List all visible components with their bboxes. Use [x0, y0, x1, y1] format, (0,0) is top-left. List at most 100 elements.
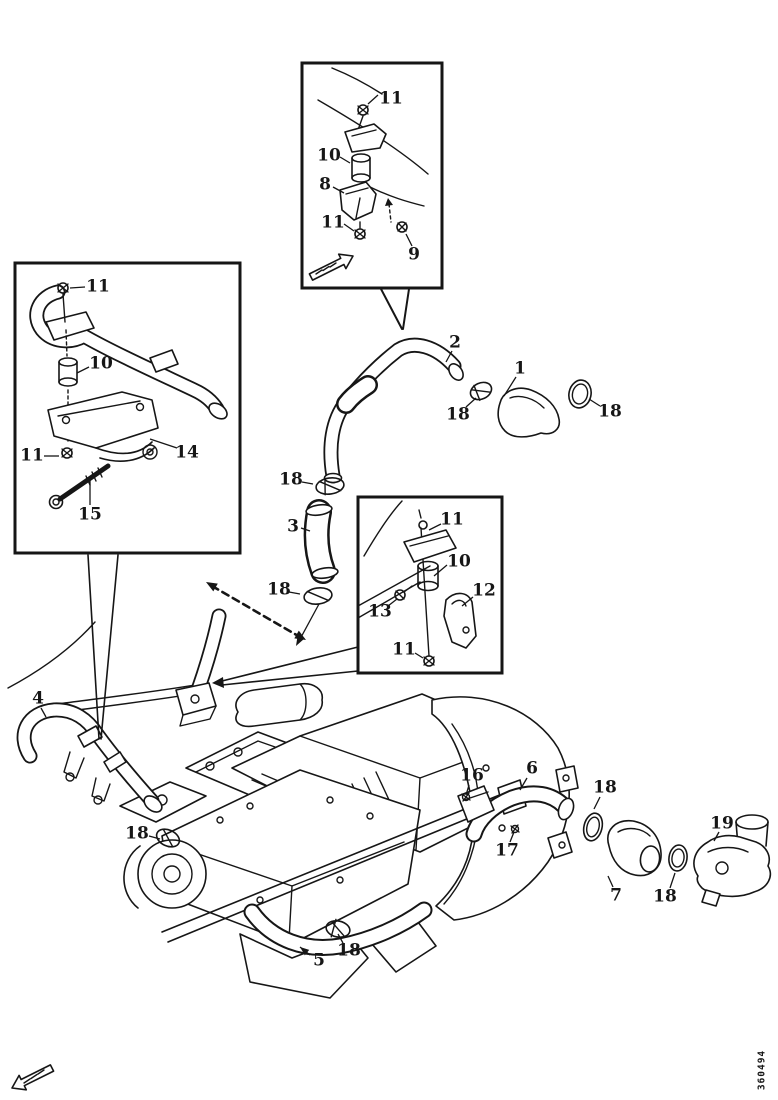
callout-label: 6: [526, 759, 538, 779]
frame-line: [7, 621, 96, 689]
callout-leader: [387, 598, 398, 607]
callout-leader: [428, 523, 442, 531]
callout-leader: [669, 872, 676, 889]
bolt-11-mid-top: [418, 509, 428, 530]
callout-label: 3: [287, 517, 299, 537]
callout-leader: [300, 527, 311, 532]
callout-leader: [337, 933, 344, 944]
callout-leader: [148, 835, 161, 840]
callout-leader: [332, 186, 345, 194]
hose-1-elbow: [497, 387, 561, 438]
callout-label: 17: [495, 841, 519, 861]
callout-label: 11: [440, 510, 464, 530]
callout-label: 18: [267, 580, 291, 600]
callout-leader: [343, 223, 355, 232]
callout-label: 18: [446, 405, 470, 425]
mount-plate: [344, 123, 387, 153]
callout-leader: [288, 591, 301, 595]
callout-label: 15: [78, 505, 102, 525]
nut-11-left-top: [57, 282, 69, 294]
callout-leader: [465, 784, 470, 796]
callout-label: 11: [20, 446, 44, 466]
callout-label: 10: [317, 146, 341, 166]
bushing-10-top: [351, 153, 371, 183]
callout-label: 18: [125, 824, 149, 844]
callout-leader: [509, 831, 515, 843]
bushing-10-left: [58, 357, 78, 387]
callout-label: 7: [610, 886, 622, 906]
hose-4: [24, 710, 163, 813]
clamp-18-hose3-bottom: [303, 587, 333, 605]
nut-11-lower: [354, 228, 366, 240]
callout-leader: [339, 156, 351, 164]
callout-label: 10: [89, 354, 113, 374]
callout-leader: [461, 596, 474, 607]
callout-label: 11: [379, 89, 403, 109]
detail-middle-content: [357, 500, 477, 667]
top-cylinder: [235, 682, 324, 728]
detail-box-middle: [356, 495, 504, 675]
callout-leader: [76, 366, 90, 374]
pipe-mount-plate: [45, 311, 95, 341]
bracket-14: [47, 391, 159, 462]
callout-label: 18: [598, 402, 622, 422]
bolt-9: [396, 221, 408, 233]
callout-leader: [503, 376, 517, 397]
hose-7-elbow: [607, 820, 662, 877]
callout-label: 18: [279, 470, 303, 490]
clamp-18-hose3-top: [315, 477, 345, 496]
callout-leader: [519, 777, 528, 791]
hose-2: [325, 345, 464, 482]
callout-leader: [607, 875, 614, 888]
callout-leader: [414, 652, 424, 659]
detail-left-content: [37, 282, 228, 510]
callout-label: 19: [710, 814, 734, 834]
callout-leader: [433, 564, 448, 577]
callout-label: 1: [514, 359, 526, 379]
bolt-17: [510, 824, 520, 834]
callout-leader: [301, 481, 314, 485]
accessory-bracket: [119, 781, 207, 823]
nut-11-left-lower: [61, 447, 73, 459]
nut-11-top: [357, 104, 369, 116]
callout-label: 18: [653, 887, 677, 907]
assembly-leader: [298, 603, 320, 642]
lower-pipe: [161, 793, 509, 943]
callout-arrowhead: [300, 947, 310, 956]
ring-18-far-right: [668, 844, 688, 872]
view-axis-dashed-line: [210, 584, 302, 639]
clamp-bracket-8: [339, 181, 377, 221]
ring-18-right: [568, 379, 592, 409]
callout-label: 10: [447, 552, 471, 572]
callout-label: 5: [313, 951, 325, 971]
bolt-13: [394, 585, 413, 601]
callout-leader: [445, 350, 453, 363]
callout-label: 18: [593, 778, 617, 798]
callout-label: 16: [460, 766, 484, 786]
callout-label: 2: [449, 333, 461, 353]
callout-leader: [40, 707, 47, 718]
ring-18-mid: [582, 812, 604, 842]
detail-box-top: [300, 61, 444, 290]
sheet-code: 360494: [756, 1049, 768, 1091]
callout-label: 12: [472, 581, 496, 601]
callout-label: 4: [32, 689, 44, 709]
callout-leader: [713, 831, 720, 842]
bolt-15: [48, 463, 111, 510]
nut-11-mid-bottom: [423, 655, 435, 667]
callout-leader: [593, 796, 601, 810]
clamp-18-hose2: [469, 381, 493, 402]
clamp-18-left: [155, 828, 181, 848]
callout-leader: [149, 438, 178, 449]
hose-3: [305, 503, 339, 580]
callout-leader: [588, 398, 601, 407]
view-direction-arrow-bottom: [11, 1064, 55, 1091]
callout-label: 9: [408, 245, 420, 265]
view-direction-arrow-top: [308, 253, 354, 281]
water-valve-19: [693, 814, 772, 907]
bracket-12: [443, 592, 477, 649]
detail-box-left: [13, 261, 242, 555]
